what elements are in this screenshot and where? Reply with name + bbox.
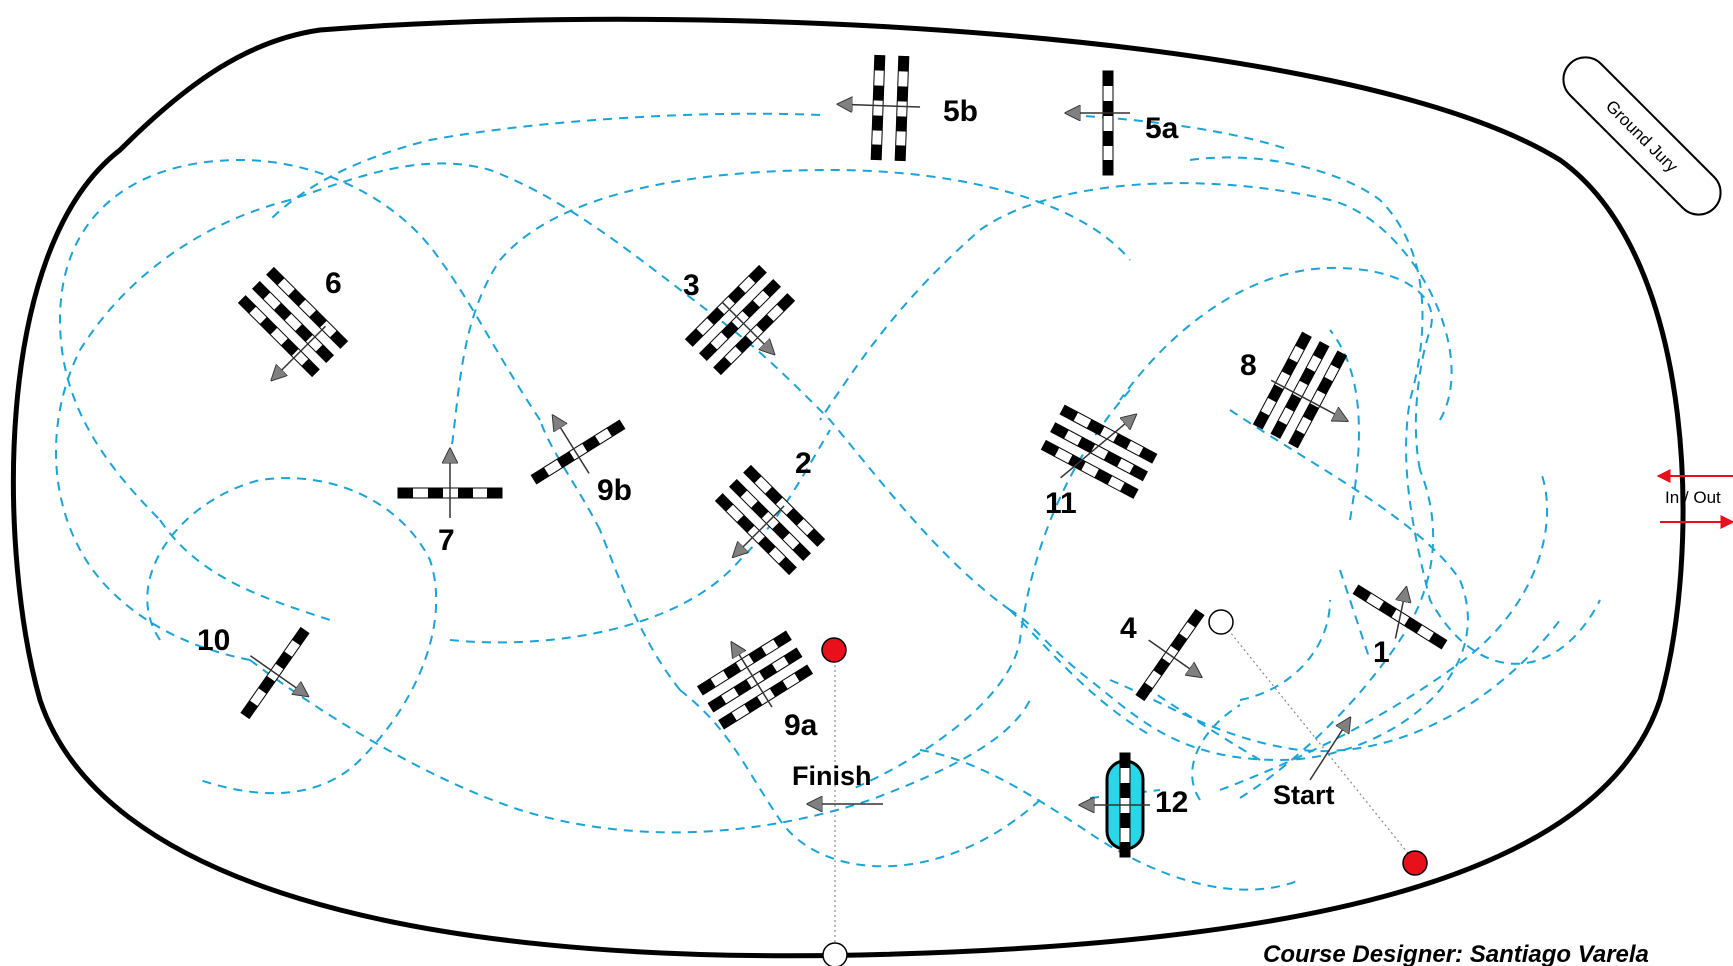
start-line — [1221, 621, 1416, 863]
obstacle-9b — [530, 387, 626, 485]
designer-credit: Course Designer: Santiago Varela — [1263, 941, 1649, 966]
finish-flag-white — [822, 942, 848, 966]
obstacle-9a — [697, 630, 813, 730]
obstacle-3 — [685, 265, 795, 375]
obstacle-7-label: 7 — [438, 524, 455, 557]
finish-label: Finish — [792, 761, 872, 791]
obstacle-5b-label: 5b — [943, 95, 978, 128]
obstacle-11-label: 11 — [1045, 487, 1077, 520]
obstacle-6 — [238, 267, 348, 399]
obstacle-5a — [1066, 70, 1130, 176]
obstacle-4 — [1135, 609, 1205, 701]
obstacle-4-label: 4 — [1120, 612, 1137, 645]
obstacle-10-label: 10 — [197, 624, 230, 657]
obstacle-5a-label: 5a — [1145, 112, 1179, 145]
obstacle-5b — [836, 54, 921, 162]
finish-flag-red — [821, 637, 847, 663]
obstacle-9a-label: 9a — [784, 709, 818, 742]
start-flag-red — [1402, 850, 1428, 876]
start-label: Start — [1273, 780, 1335, 810]
obstacle-12-label: 12 — [1155, 786, 1188, 819]
obstacle-8 — [1253, 331, 1374, 449]
start-flag-white — [1208, 609, 1234, 635]
in-out-label: In / Out — [1665, 488, 1721, 507]
arena-boundary — [10, 16, 1686, 959]
obstacle-6-label: 6 — [325, 267, 342, 300]
start-marker — [1309, 718, 1350, 781]
obstacle-1-label: 1 — [1373, 636, 1390, 669]
obstacle-2-label: 2 — [795, 447, 812, 480]
obstacle-7 — [397, 449, 503, 518]
obstacle-9b-label: 9b — [597, 474, 632, 507]
obstacle-10 — [240, 627, 338, 719]
obstacle-1 — [1352, 584, 1448, 650]
obstacle-11 — [1040, 404, 1158, 499]
obstacle-3-label: 3 — [683, 269, 700, 302]
obstacle-12 — [1080, 752, 1150, 858]
obstacle-2 — [715, 465, 825, 575]
obstacle-8-label: 8 — [1240, 349, 1257, 382]
